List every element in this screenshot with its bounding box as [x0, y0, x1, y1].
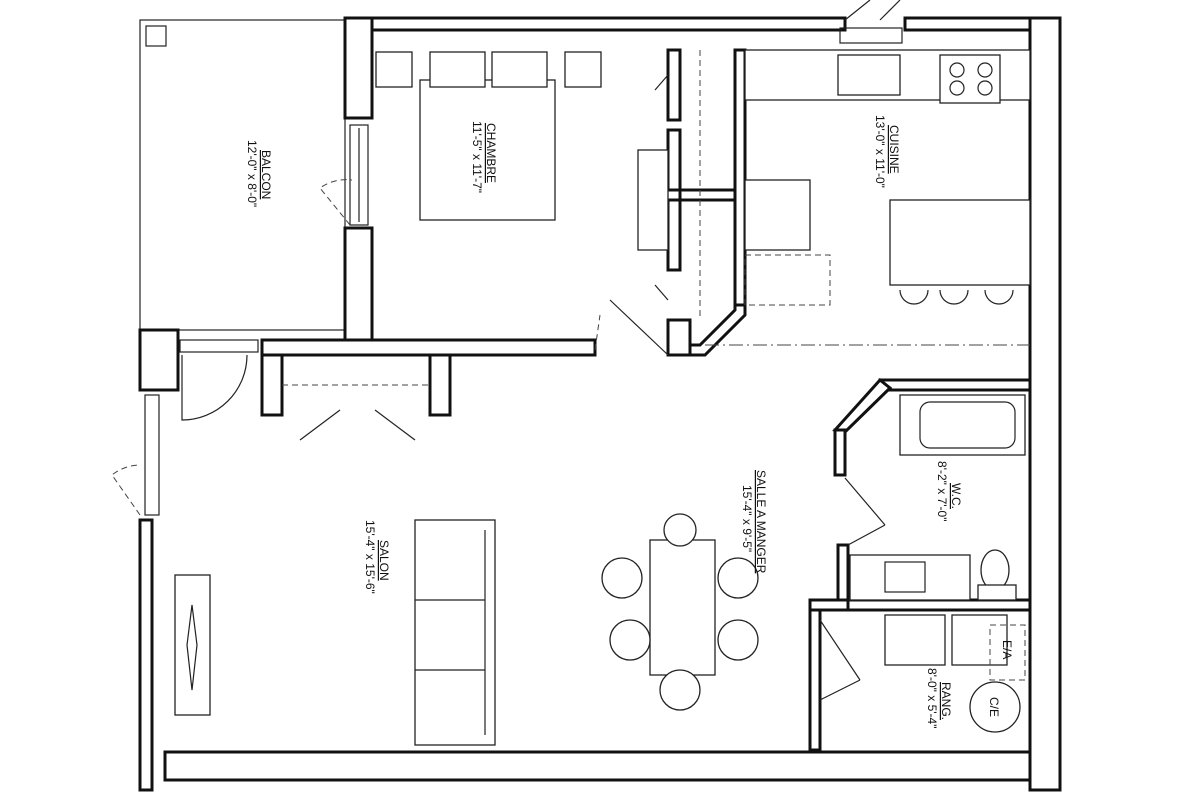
sofa [414, 519, 496, 746]
air-exchanger-label: E/A [1000, 640, 1014, 659]
label-balcon: BALCON 12'-0" x 8'-0" [245, 140, 273, 207]
water-heater [969, 681, 1021, 733]
island [889, 199, 1031, 286]
room-dims: 15'-4" x 15'-6" [363, 520, 377, 594]
water-heater-label: C/E [987, 697, 1001, 717]
walls [138, 16, 1062, 792]
room-name: SALLE A MANGER [754, 470, 768, 574]
dining-table [649, 539, 716, 676]
room-name: SALON [377, 540, 391, 581]
dryer [951, 614, 1008, 666]
room-name: CUISINE [887, 125, 901, 174]
sink [837, 54, 901, 96]
tv-unit [174, 574, 211, 716]
bathtub [899, 394, 1026, 456]
label-wc: W.C. 8'-2" x 7'-0" [935, 461, 963, 521]
label-salon: SALON 15'-4" x 15'-6" [363, 520, 391, 594]
label-rang: RANG. 8'-0" x 5'-4" [925, 668, 953, 728]
room-name: BALCON [259, 150, 273, 199]
toilet [980, 549, 1010, 591]
fridge [744, 179, 811, 251]
room-name: RANG. [939, 682, 953, 720]
room-name: W.C. [949, 483, 963, 509]
room-name: CHAMBRE [484, 123, 498, 183]
stove [939, 54, 1001, 104]
room-dims: 15'-4" x 9'-5" [740, 485, 754, 552]
openings [111, 0, 903, 701]
room-dims: 8'-0" x 5'-4" [925, 668, 939, 728]
room-dims: 8'-2" x 7'-0" [935, 461, 949, 521]
room-dims: 12'-0" x 8'-0" [245, 140, 259, 207]
label-cuisine: CUISINE 13'-0" x 11'-0" [873, 115, 901, 188]
balcony [139, 19, 346, 331]
label-salle-a-manger: SALLE A MANGER 15'-4" x 9'-5" [740, 470, 768, 574]
furniture [174, 49, 1031, 746]
room-dims: 13'-0" x 11'-0" [873, 115, 887, 188]
room-dims: 11'-5" x 11'-7" [470, 121, 484, 193]
label-chambre: CHAMBRE 11'-5" x 11'-7" [470, 121, 498, 193]
washer [884, 614, 946, 666]
bed [419, 79, 556, 221]
